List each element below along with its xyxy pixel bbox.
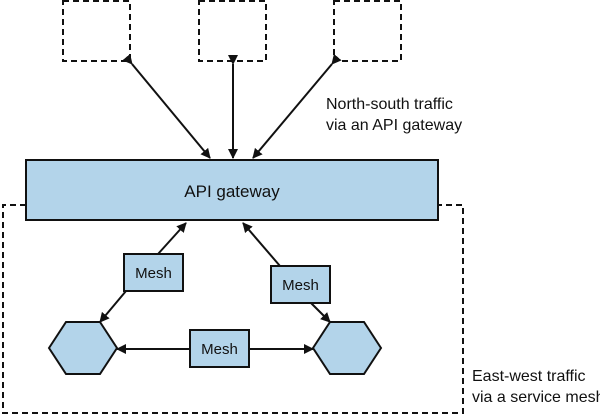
api-gateway: API gateway [25, 159, 439, 221]
arrow-mesh-left-gateway [157, 222, 187, 255]
service-mesh-boundary [2, 204, 464, 414]
mesh-proxy-bottom-label: Mesh [201, 341, 238, 358]
arrow-client1-gateway [122, 53, 211, 159]
arrow-client3-gateway [252, 53, 342, 159]
east-west-line-2: via a service mesh [472, 389, 600, 406]
mesh-proxy-left-label: Mesh [135, 265, 172, 282]
external-client-3 [333, 0, 402, 62]
mesh-proxy-right-label: Mesh [282, 277, 319, 294]
mesh-proxy-right: Mesh [270, 265, 331, 304]
mesh-proxy-left: Mesh [123, 253, 184, 292]
service-right-hexagon [311, 321, 383, 375]
north-south-line-1: North-south traffic [326, 96, 453, 113]
north-south-annotation: North-south traffic via an API gateway [326, 96, 462, 134]
external-client-1 [62, 0, 131, 62]
north-south-line-2: via an API gateway [326, 117, 462, 134]
arrow-mesh-left-service [99, 290, 127, 323]
external-client-2 [198, 0, 267, 62]
arrow-mesh-right-gateway [242, 222, 281, 267]
api-gateway-label: API gateway [184, 182, 280, 201]
arrow-mesh-right-service [310, 302, 331, 323]
mesh-proxy-bottom: Mesh [189, 329, 250, 368]
east-west-annotation: East-west traffic via a service mesh [472, 368, 600, 406]
east-west-line-1: East-west traffic [472, 368, 586, 385]
service-left-hexagon [47, 321, 119, 375]
